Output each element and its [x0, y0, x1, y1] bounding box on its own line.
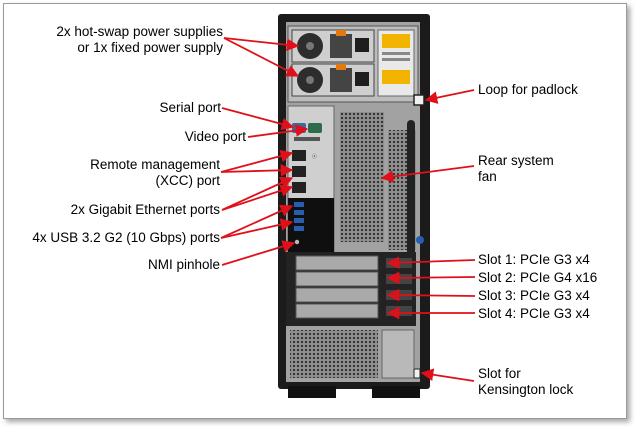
pcie-slot-1-bracket: [295, 255, 379, 271]
padlock-arrow: [424, 89, 475, 104]
pcie-slot-3-bracket: [295, 287, 379, 303]
xcc-label: Remote management (XCC) port: [90, 157, 220, 189]
slot4-label: Slot 4: PCIe G3 x4: [478, 306, 590, 321]
kensington-label: Slot for Kensington lock: [478, 366, 573, 398]
callout-arrows: [220, 37, 476, 382]
serial-arrow: [221, 107, 295, 131]
nmi-pinhole: [294, 239, 300, 245]
fan-label: Rear system fan: [478, 153, 554, 185]
padlock-label: Loop for padlock: [478, 82, 578, 97]
xcc-label-line1: Remote management: [90, 157, 220, 172]
chassis-foot-right: [372, 386, 420, 398]
kensington-slot: [413, 368, 421, 379]
xcc-port: [292, 150, 306, 161]
slot1-label: Slot 1: PCIe G3 x4: [478, 252, 590, 267]
psu-label: 2x hot-swap power supplies or 1x fixed p…: [56, 24, 223, 56]
pcie-slot-4-bracket: [295, 303, 379, 319]
video-port-label: Video port: [184, 129, 246, 144]
kensington-label-line1: Slot for: [478, 366, 521, 381]
ethernet-label: 2x Gigabit Ethernet ports: [70, 202, 220, 217]
thumbscrew: [416, 236, 424, 244]
kensington-arrow: [420, 368, 475, 382]
usb-arrow-1: [220, 204, 294, 239]
fan-label-line1: Rear system: [478, 153, 554, 168]
psu-arrow-2: [223, 37, 300, 77]
ethernet-arrow-1: [221, 176, 294, 211]
psu1-power-inlet: [355, 38, 369, 52]
chassis-foot-left: [288, 386, 336, 398]
pcie-slot-2-bracket: [295, 271, 379, 287]
slot3-label: Slot 3: PCIe G3 x4: [478, 288, 590, 303]
usb-port-1: [294, 202, 304, 207]
ethernet-port-1: [292, 166, 306, 177]
nmi-arrow: [221, 240, 296, 266]
nmi-label: NMI pinhole: [147, 257, 220, 272]
psu-label-line2: or 1x fixed power supply: [77, 40, 223, 55]
slot1-arrow: [386, 256, 476, 269]
serial-port-label: Serial port: [159, 100, 221, 115]
ethernet-arrow-2: [221, 184, 294, 211]
usb-label: 4x USB 3.2 G2 (10 Gbps) ports: [32, 230, 220, 245]
padlock-loop: [413, 94, 425, 106]
psu2-handle: [336, 64, 346, 70]
psu2-power-inlet: [355, 72, 369, 86]
psu-label-line1: 2x hot-swap power supplies: [56, 24, 223, 39]
usb-port-4: [294, 226, 304, 231]
slot2-arrow: [386, 271, 476, 285]
video-arrow: [247, 124, 309, 138]
fan-label-line2: fan: [478, 169, 497, 184]
psu-arrow-1: [223, 37, 300, 52]
xcc-arrow-1: [220, 149, 294, 173]
svg-text:ⓧ: ⓧ: [312, 153, 317, 160]
usb-port-3: [294, 218, 304, 223]
bottom-cover: [381, 329, 415, 379]
bottom-vent: [290, 330, 378, 378]
video-port: [308, 123, 322, 133]
ethernet-port-2: [292, 182, 306, 193]
psu1-handle: [336, 30, 346, 36]
xcc-label-line2: (XCC) port: [155, 173, 220, 188]
rear-fan-vent: [340, 112, 384, 242]
slot3-arrow: [386, 288, 476, 302]
usb-arrow-2: [220, 218, 294, 239]
side-release-latch: [407, 120, 415, 260]
kensington-label-line2: Kensington lock: [478, 382, 574, 397]
xcc-arrow-2: [220, 164, 294, 177]
fan-arrow: [380, 165, 475, 183]
slot2-label: Slot 2: PCIe G4 x16: [478, 270, 598, 285]
usb-port-2: [294, 210, 304, 215]
